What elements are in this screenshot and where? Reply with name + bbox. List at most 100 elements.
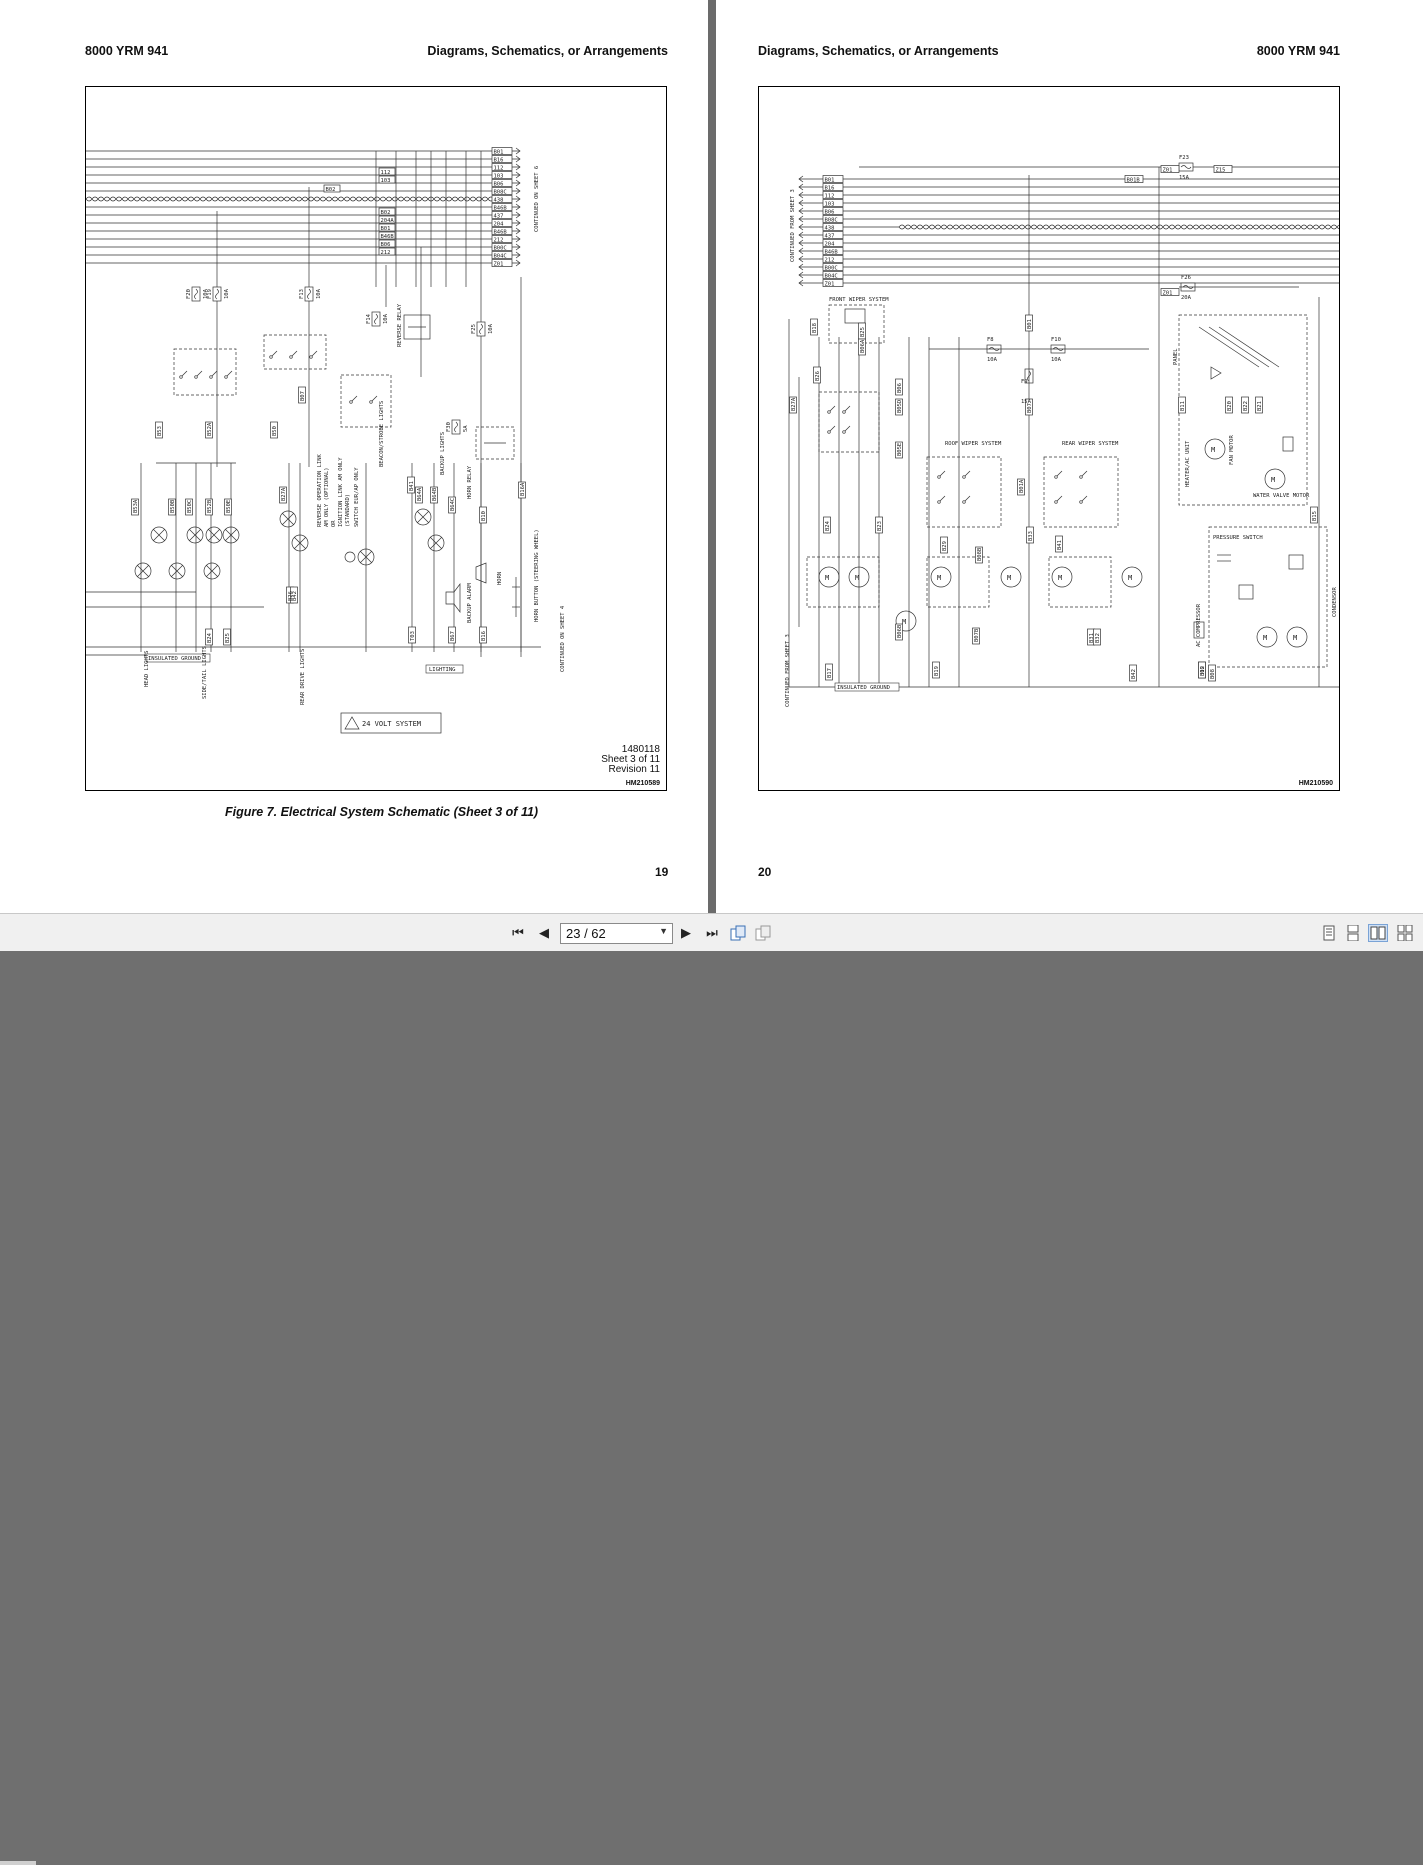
connector-arrow: [512, 235, 521, 243]
wire-tag-label: B27A: [791, 397, 797, 411]
switch-contact: [369, 400, 373, 404]
lamp-symbol: [203, 562, 221, 580]
dashed-enclosure: [828, 304, 885, 344]
wire-tag: [491, 163, 513, 171]
lighting-label: LIGHTING: [429, 667, 456, 673]
wire-tag: [168, 498, 176, 516]
wire-tag-label: Z01: [494, 261, 504, 267]
fuse-element: [374, 313, 378, 325]
fit-page-icon[interactable]: [754, 924, 772, 942]
wire-tag-label: B31: [1089, 633, 1095, 643]
wire-tag-label: B00C: [494, 245, 507, 251]
motor-symbol: [1051, 566, 1073, 588]
next-page-icon[interactable]: ▶: [681, 925, 691, 941]
wire-tag-label: B08: [1210, 669, 1216, 679]
wire-tag-label: B50E: [226, 500, 232, 513]
motor-symbol: [1000, 566, 1022, 588]
fuse-element: [307, 288, 311, 300]
connector-arrow: [512, 227, 521, 235]
wire-tag: [975, 546, 983, 564]
wire-tag-label: B06B: [897, 624, 903, 638]
previous-page-icon[interactable]: ◀: [539, 925, 549, 941]
fuse-label: F23: [1179, 155, 1189, 161]
wire-tag-label: 438: [494, 197, 504, 203]
wire-tag-label: B02: [381, 210, 391, 216]
wire-tag-label: B01: [381, 226, 391, 232]
ground-label: INSULATED GROUND: [837, 685, 890, 691]
wire-tag-label: B07B: [974, 628, 980, 642]
fuse-label: F20: [186, 289, 192, 299]
fuse-rating: 10A: [1051, 357, 1062, 363]
last-page-icon[interactable]: ⏭: [706, 925, 718, 941]
wire-tag-label: B17: [827, 668, 833, 678]
wire-tag: [1198, 661, 1206, 679]
switch-contact: [224, 375, 228, 379]
wire-tag-label: B64C: [450, 498, 456, 511]
wire-tag-label: B21: [1257, 401, 1263, 411]
wire-tag-label: B08C: [825, 217, 838, 223]
rotate-icon[interactable]: [729, 924, 747, 942]
wire-tag-label: B67: [450, 631, 456, 641]
wire-tag-label: B50B: [170, 499, 176, 513]
wire-tag: [822, 191, 844, 199]
compressor-clutch-symbol: [1193, 621, 1205, 639]
switch-contact: [937, 475, 941, 479]
system-label: FRONT WIPER SYSTEM: [829, 297, 889, 303]
switch-contact: [289, 355, 293, 359]
wire-tag: [378, 239, 396, 248]
continuous-view-icon[interactable]: [1344, 924, 1362, 942]
connector-arrow: [798, 199, 807, 207]
wire-tag-label: 112: [381, 170, 391, 176]
single-page-view-icon[interactable]: [1320, 924, 1338, 942]
motor-symbol-letter: M: [1128, 574, 1132, 582]
motor-symbol-letter: M: [1271, 476, 1275, 484]
two-page-view-icon[interactable]: [1368, 924, 1388, 942]
switch-contact: [1054, 500, 1058, 504]
title-block: 1480118 Sheet 3 of 11 Revision 11: [601, 745, 660, 775]
wire-tag-label: B52A: [207, 422, 213, 436]
wire-tag: [378, 231, 396, 240]
fuse-label: F13: [299, 289, 305, 299]
connector-arrow: [512, 211, 521, 219]
wire-tag: [822, 239, 844, 247]
connector-arrow: [798, 223, 807, 231]
page-number-input[interactable]: 23 / 62 ▼: [560, 923, 673, 944]
wire-tag: [895, 398, 903, 416]
wire-tag-label: B16A: [520, 482, 526, 496]
wire-tag-label: B06: [825, 209, 835, 215]
load-label: HORN: [497, 572, 503, 585]
wire-tag-label: B09: [1200, 666, 1206, 676]
wire-tag: [1093, 628, 1101, 646]
schematic-line: [1218, 326, 1280, 368]
wire-tag: [378, 247, 396, 256]
switch-contact: [937, 500, 941, 504]
wire-tag-label: B20: [1227, 401, 1233, 411]
drawing-number: 1480118: [621, 744, 660, 755]
wire-tag: [1255, 396, 1263, 414]
wire-tag-label: B07: [300, 391, 306, 401]
wire-tag-label: 212: [381, 250, 391, 256]
motor-symbol: [930, 566, 952, 588]
wire-tag-label: B06: [494, 181, 504, 187]
wire-tag-label: T03: [410, 631, 416, 641]
wire-tag: [875, 516, 883, 534]
wire-tag: [491, 251, 513, 259]
viewer-toolbar: ⏮ ◀ 23 / 62 ▼ ▶ ⏭: [0, 913, 1423, 1865]
two-page-continuous-view-icon[interactable]: [1396, 924, 1414, 942]
wire-tag: [491, 171, 513, 179]
wire-tag: [1160, 288, 1180, 296]
load-label: BACKUP LIGHTS: [440, 432, 446, 475]
wire-tag-label: B08B: [977, 547, 983, 561]
wire-tag-label: B53: [157, 426, 163, 436]
connector-arrow: [798, 231, 807, 239]
wire-tag-label: B08C: [494, 189, 507, 195]
switch-contact: [842, 410, 846, 414]
connector-arrow: [512, 171, 521, 179]
connector-arrow: [798, 263, 807, 271]
electrical-schematic-sheet-3: B01B16112103B06B08C438B46B437204B46B212B…: [86, 147, 566, 734]
wire-tag: [185, 498, 193, 516]
first-page-icon[interactable]: ⏮: [512, 925, 524, 941]
wire-tag-label: B42: [1131, 669, 1137, 679]
wire-tag: [1017, 478, 1025, 496]
wire-tag: [323, 184, 341, 193]
